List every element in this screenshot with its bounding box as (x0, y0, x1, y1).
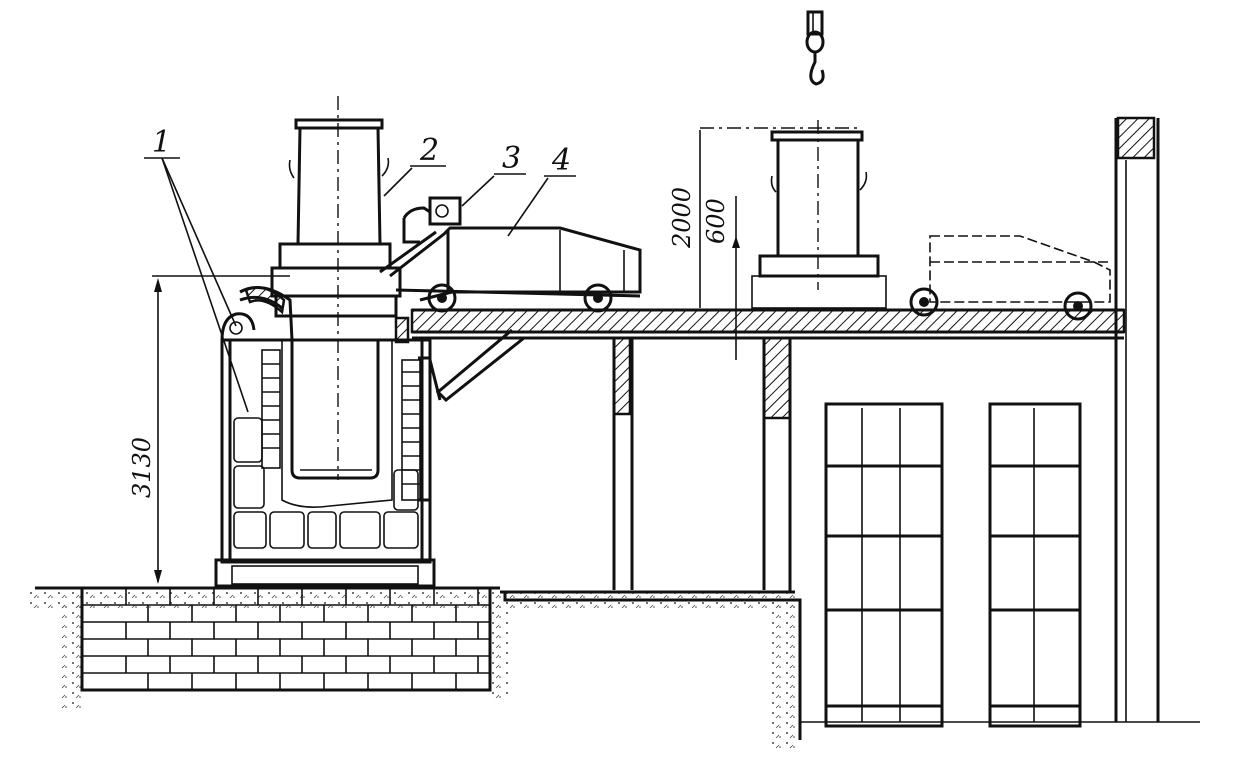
tilt-drive (402, 196, 462, 244)
callout-1: 1 (152, 125, 171, 160)
leader-4 (507, 175, 576, 237)
brick-foundation (80, 586, 492, 692)
leader-1 (144, 157, 249, 413)
exhaust-hood (288, 96, 390, 480)
dimension-2000 (699, 130, 740, 360)
window-left (824, 402, 944, 728)
leader-2 (383, 165, 446, 197)
callout-3: 3 (502, 141, 521, 176)
induction-furnace (214, 242, 436, 588)
charging-cart (379, 226, 642, 313)
platform (410, 116, 1160, 722)
callout-4: 4 (551, 143, 571, 178)
window-right (988, 402, 1082, 728)
dimension-text-600: 600 (702, 198, 730, 244)
dimension-text-3130: 3130 (128, 437, 156, 498)
parked-hood (700, 120, 887, 309)
callout-2: 2 (419, 133, 439, 168)
leader-3 (461, 173, 526, 207)
dimension-3130 (152, 275, 290, 584)
dimension-text-2000: 2000 (668, 187, 696, 249)
parked-cart (909, 235, 1111, 321)
crane-hook (805, 10, 825, 86)
